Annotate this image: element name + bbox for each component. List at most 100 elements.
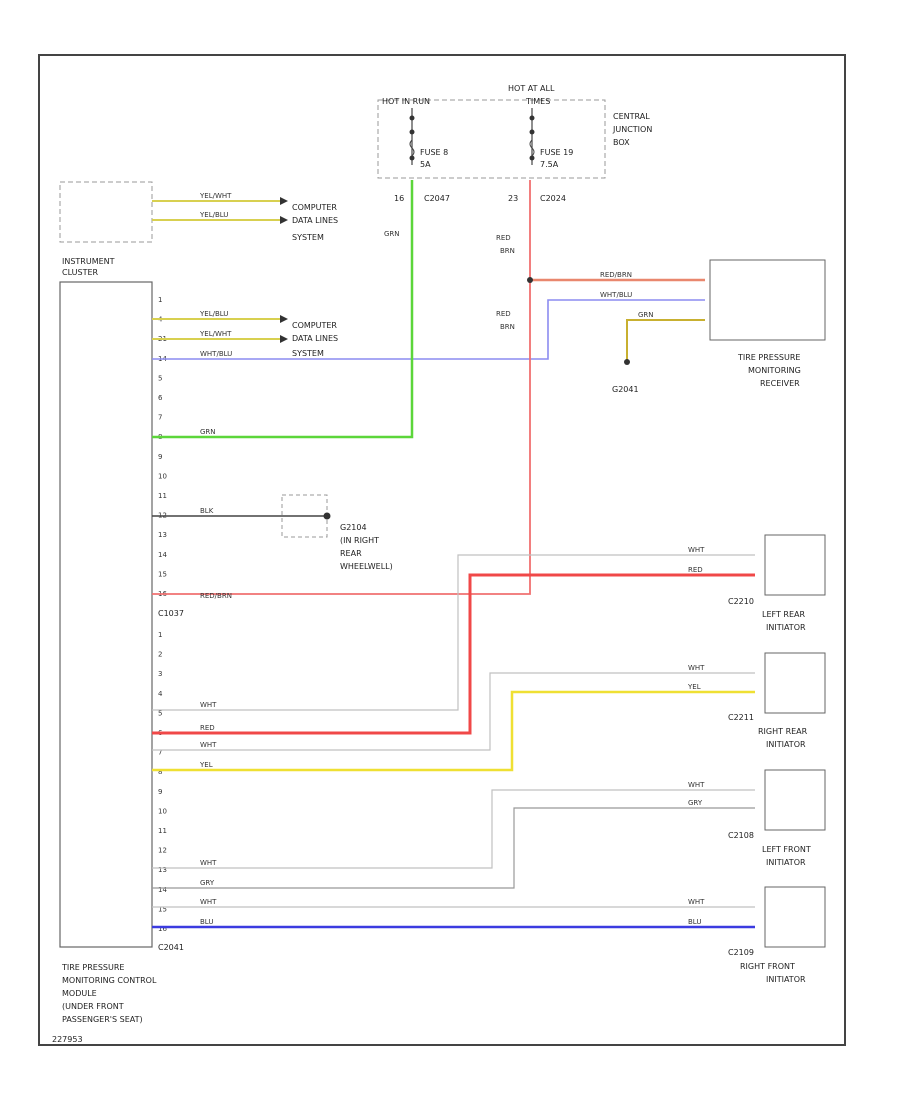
cluster-label-1: INSTRUMENT xyxy=(62,257,115,266)
initiator-rr-box xyxy=(764,652,826,714)
pin-number: 10 xyxy=(158,807,167,815)
fuse-b-label: FUSE 19 xyxy=(540,148,573,157)
wire-label: WHT xyxy=(688,664,705,672)
initiator-lf-conn: C2108 xyxy=(728,831,754,840)
ground-label-3: REAR xyxy=(340,549,362,558)
computer-data-1b: DATA LINES xyxy=(292,216,338,225)
pin-number: 13 xyxy=(158,866,167,874)
computer-data-1a: COMPUTER xyxy=(292,203,337,212)
pin-number: 5 xyxy=(158,709,162,717)
ground-label-2: (IN RIGHT xyxy=(340,536,379,545)
pin-number: 8 xyxy=(158,768,162,776)
fuse-b-node xyxy=(529,155,535,161)
cjb-label-2: JUNCTION xyxy=(612,125,652,134)
receiver-box xyxy=(709,259,826,341)
upper-connector: C1037 xyxy=(158,609,184,618)
wire-lr-wht xyxy=(152,554,755,711)
wire-redbrn-trunk xyxy=(152,180,531,595)
pin-number: 2 xyxy=(158,651,162,659)
pin-number: 12 xyxy=(158,847,167,855)
wire-label: BRN xyxy=(500,323,515,331)
pin-number: 7 xyxy=(158,749,162,757)
initiator-rf-box xyxy=(764,886,826,948)
wire-label: WHT/BLU xyxy=(600,291,632,299)
wire-label: WHT xyxy=(200,701,217,709)
fuse-b-rating: 7.5A xyxy=(540,160,559,169)
initiator-lr-name: LEFT REAR xyxy=(762,610,805,619)
corner-code: 227953 xyxy=(52,1035,83,1044)
wire-label: BLU xyxy=(200,918,213,926)
wire-whtblu xyxy=(152,299,705,360)
arrow-icon xyxy=(280,335,288,343)
wire-grn xyxy=(152,180,414,439)
initiator-lf-name2: INITIATOR xyxy=(766,858,806,867)
wire-label: WHT/BLU xyxy=(200,350,232,358)
wire-rr-yel xyxy=(152,690,755,772)
wire-label: RED xyxy=(200,724,215,732)
pin-number: 9 xyxy=(158,788,162,796)
wire-label: RED xyxy=(496,234,511,242)
wire-label: RED xyxy=(688,566,703,574)
fuse-a-node xyxy=(409,129,415,135)
pin-number: 5 xyxy=(158,374,162,382)
wire-label: BLK xyxy=(200,507,214,515)
wire-label: BLU xyxy=(688,918,701,926)
arrow-icon xyxy=(280,315,288,323)
fuse-a-label: FUSE 8 xyxy=(420,148,448,157)
instrument-cluster-box xyxy=(59,181,153,243)
initiator-lr-conn: C2210 xyxy=(728,597,754,606)
wire-lf-wht xyxy=(152,789,755,869)
initiator-lr-name2: INITIATOR xyxy=(766,623,806,632)
pin-number: 11 xyxy=(158,827,167,835)
pin-number: 10 xyxy=(158,472,167,480)
wire-label: RED/BRN xyxy=(200,592,232,600)
splice-icon xyxy=(527,277,533,283)
wire-rr-wht xyxy=(152,672,755,751)
pin-number: 11 xyxy=(158,492,167,500)
wire-label: WHT xyxy=(688,898,705,906)
hot-all-1: HOT AT ALL xyxy=(508,84,555,93)
ground-icon xyxy=(624,359,630,365)
lower-connector: C2041 xyxy=(158,943,184,952)
hot-all-2: TIMES xyxy=(525,97,550,106)
wire-label: GRY xyxy=(200,879,215,887)
wire-label: WHT xyxy=(200,898,217,906)
module-label-1: TIRE PRESSURE xyxy=(61,963,124,972)
receiver-label-1: TIRE PRESSURE xyxy=(737,353,800,362)
initiator-lf-name: LEFT FRONT xyxy=(762,845,811,854)
wire-label: YEL xyxy=(687,683,701,691)
pin-number: 9 xyxy=(158,453,162,461)
wire-label: YEL/WHT xyxy=(199,192,232,200)
wire-label: YEL xyxy=(199,761,213,769)
wire-label: GRN xyxy=(384,230,400,238)
module-label-5: PASSENGER'S SEAT) xyxy=(62,1015,143,1024)
initiator-rf-name2: INITIATOR xyxy=(766,975,806,984)
wire-label: GRN xyxy=(638,311,654,319)
computer-data-2b: DATA LINES xyxy=(292,334,338,343)
initiator-rr-conn: C2211 xyxy=(728,713,754,722)
wire-label: BRN xyxy=(500,247,515,255)
pin-number: 14 xyxy=(158,886,167,894)
fuse-a-pin: 16 xyxy=(394,194,404,203)
fuse-b-icon xyxy=(529,139,535,157)
diagram-frame xyxy=(38,54,846,1046)
fuse-b-conn: C2024 xyxy=(540,194,566,203)
wire-label: YEL/BLU xyxy=(199,211,228,219)
initiator-rf-name: RIGHT FRONT xyxy=(740,962,795,971)
initiator-lf-box xyxy=(764,769,826,831)
hot-in-run: HOT IN RUN xyxy=(382,97,430,106)
cjb-label-3: BOX xyxy=(613,138,630,147)
module-label-3: MODULE xyxy=(62,989,97,998)
wire-lf-gry xyxy=(152,807,755,889)
wire-label: RED xyxy=(496,310,511,318)
initiator-lr-box xyxy=(764,534,826,596)
computer-data-1c: SYSTEM xyxy=(292,233,324,242)
wire-label: WHT xyxy=(200,859,217,867)
wire-label: WHT xyxy=(200,741,217,749)
wire-label: GRY xyxy=(688,799,703,807)
initiator-rf-conn: C2109 xyxy=(728,948,754,957)
wire-label: GRN xyxy=(200,428,216,436)
cluster-label-2: CLUSTER xyxy=(62,268,99,277)
